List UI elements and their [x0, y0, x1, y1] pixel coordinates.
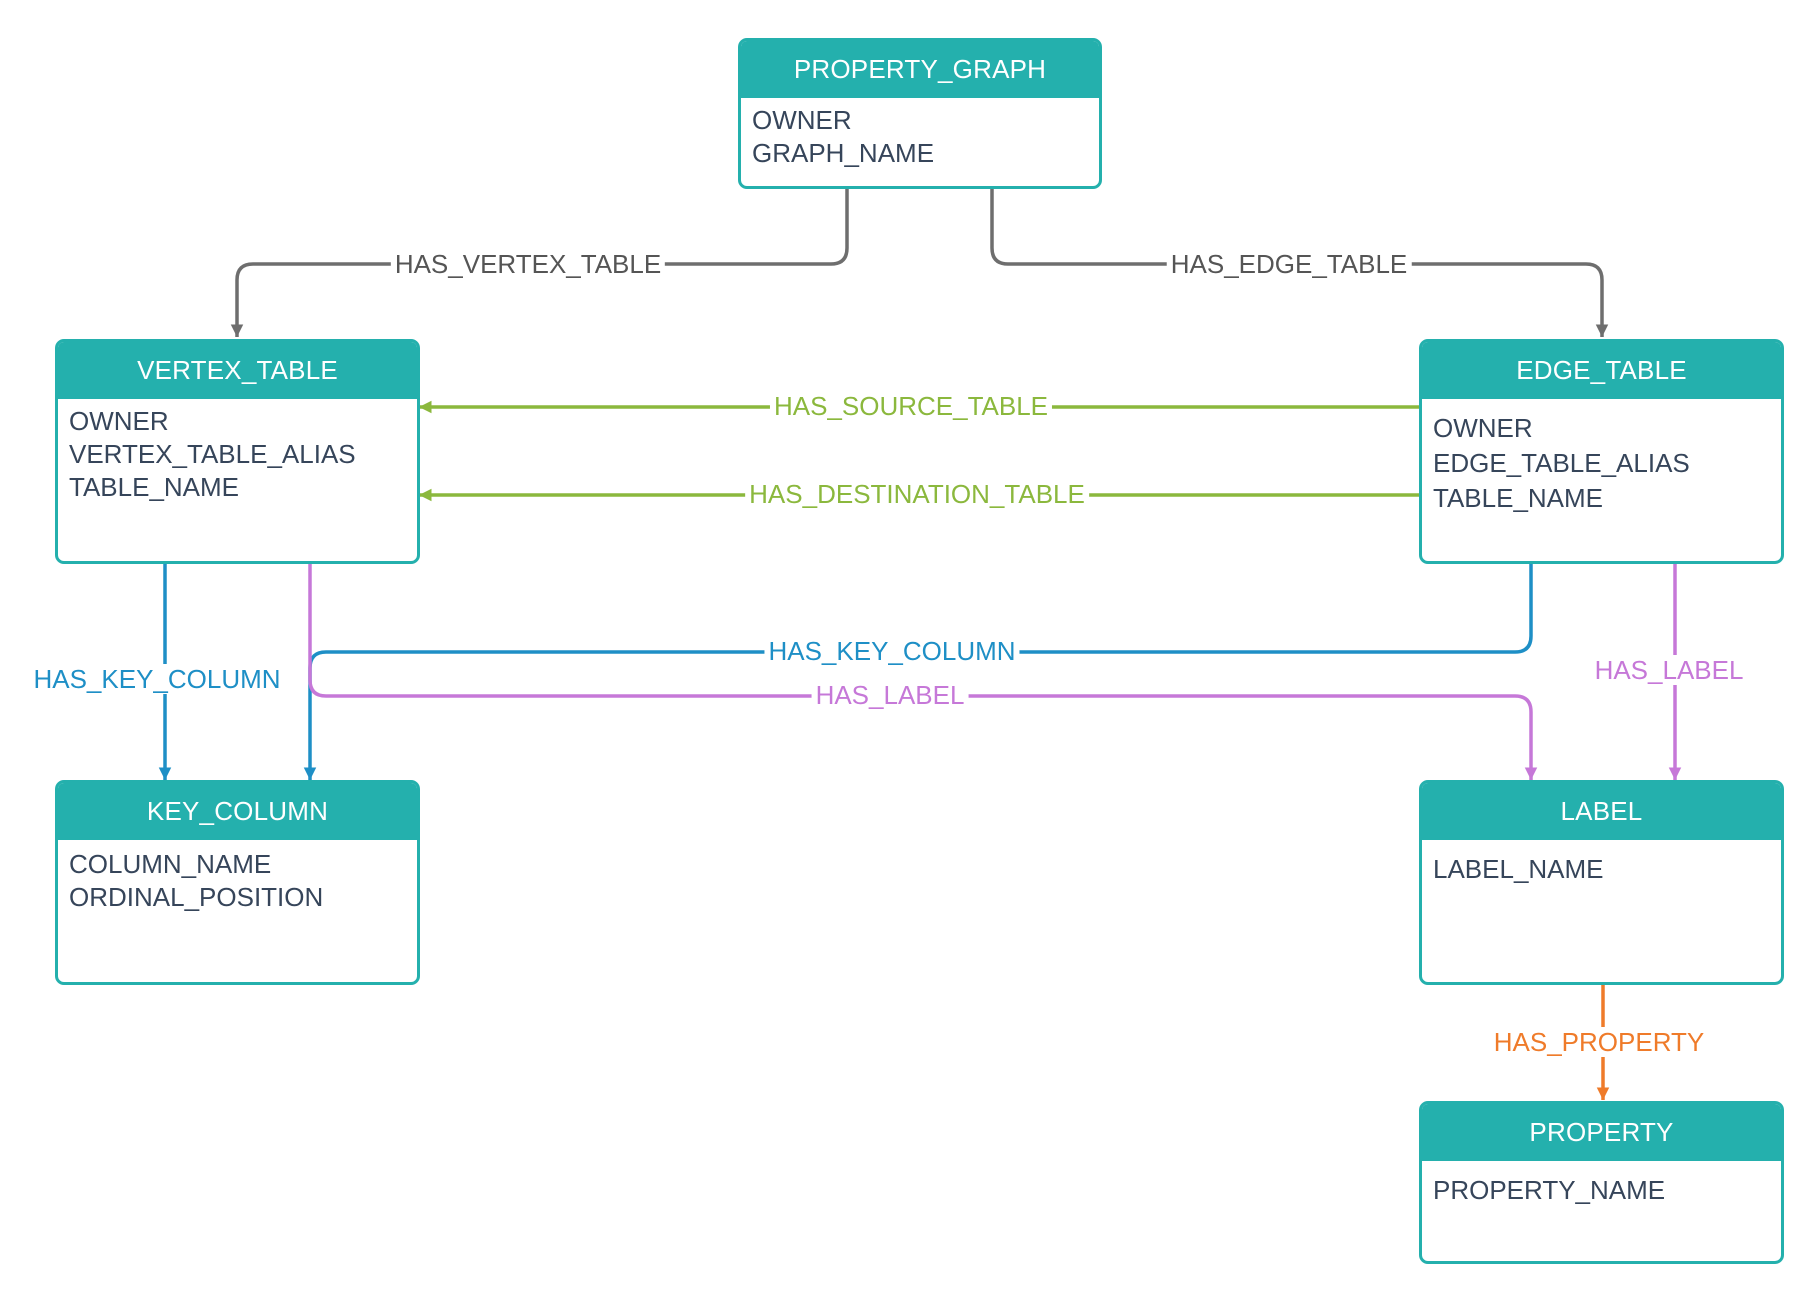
entity-property-graph[interactable]: PROPERTY_GRAPH OWNER GRAPH_NAME — [738, 38, 1102, 189]
label-has-vertex-table: HAS_VERTEX_TABLE — [390, 249, 666, 279]
field-edge-table-alias: EDGE_TABLE_ALIAS — [1433, 448, 1690, 478]
field-property-name: PROPERTY_NAME — [1433, 1175, 1666, 1205]
label-vertex-has-key-column: HAS_KEY_COLUMN — [29, 664, 285, 694]
entity-property[interactable]: PROPERTY PROPERTY_NAME — [1419, 1101, 1784, 1264]
entity-title: KEY_COLUMN — [58, 783, 417, 840]
entity-fields: LABEL_NAME — [1422, 840, 1781, 892]
entity-title: VERTEX_TABLE — [58, 342, 417, 399]
label-vertex-has-label: HAS_LABEL — [811, 680, 969, 710]
label-has-source-table: HAS_SOURCE_TABLE — [769, 391, 1053, 421]
label-edge-has-key-column: HAS_KEY_COLUMN — [764, 636, 1020, 666]
label-has-edge-table: HAS_EDGE_TABLE — [1166, 249, 1412, 279]
field-owner: OWNER — [69, 406, 169, 436]
field-label-name: LABEL_NAME — [1433, 854, 1604, 884]
field-graph-name: GRAPH_NAME — [752, 138, 935, 168]
entity-title: LABEL — [1422, 783, 1781, 840]
field-vertex-table-alias: VERTEX_TABLE_ALIAS — [69, 439, 356, 469]
entity-label[interactable]: LABEL LABEL_NAME — [1419, 780, 1784, 985]
edge-has-key-column-connector — [303, 563, 1533, 780]
entity-fields: OWNER GRAPH_NAME — [741, 98, 1099, 176]
entity-edge-table[interactable]: EDGE_TABLE OWNER EDGE_TABLE_ALIAS TABLE_… — [1419, 339, 1784, 564]
label-has-destination-table: HAS_DESTINATION_TABLE — [745, 479, 1089, 509]
field-owner: OWNER — [752, 105, 852, 135]
vertex-has-label-connector — [308, 563, 1538, 780]
label-has-property: HAS_PROPERTY — [1489, 1027, 1709, 1057]
field-column-name: COLUMN_NAME — [69, 849, 272, 879]
label-edge-has-label: HAS_LABEL — [1590, 655, 1748, 685]
entity-title: PROPERTY_GRAPH — [741, 41, 1099, 98]
entity-fields: OWNER VERTEX_TABLE_ALIAS TABLE_NAME — [58, 399, 417, 510]
entity-title: PROPERTY — [1422, 1104, 1781, 1161]
field-table-name: TABLE_NAME — [1433, 483, 1604, 513]
field-owner: OWNER — [1433, 413, 1533, 443]
entity-key-column[interactable]: KEY_COLUMN COLUMN_NAME ORDINAL_POSITION — [55, 780, 420, 985]
entity-fields: COLUMN_NAME ORDINAL_POSITION — [58, 840, 417, 920]
field-ordinal-position: ORDINAL_POSITION — [69, 882, 324, 912]
entity-title: EDGE_TABLE — [1422, 342, 1781, 399]
entity-fields: OWNER EDGE_TABLE_ALIAS TABLE_NAME — [1422, 399, 1781, 522]
entity-vertex-table[interactable]: VERTEX_TABLE OWNER VERTEX_TABLE_ALIAS TA… — [55, 339, 420, 564]
entity-fields: PROPERTY_NAME — [1422, 1161, 1781, 1213]
field-table-name: TABLE_NAME — [69, 472, 240, 502]
